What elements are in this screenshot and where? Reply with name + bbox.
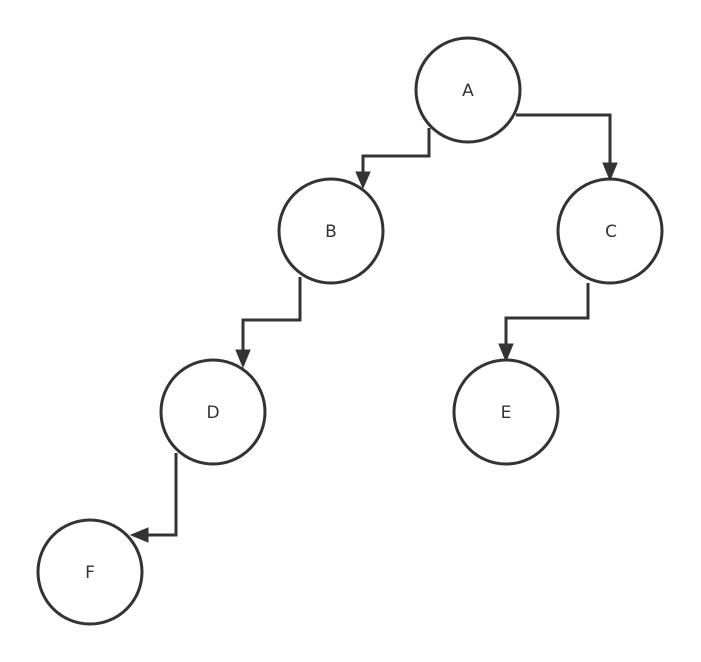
node-e-label: E	[501, 403, 512, 423]
edge-d-f	[129, 453, 178, 543]
node-a-label: A	[462, 81, 474, 101]
edge-b-d	[235, 277, 302, 369]
node-f: F	[36, 518, 144, 626]
node-d-label: D	[206, 403, 219, 423]
node-c-label: C	[605, 222, 617, 242]
arrow-head-e	[498, 343, 514, 363]
node-b-label: B	[325, 222, 337, 242]
edge-c-e	[498, 283, 590, 363]
arrow-head-c	[602, 162, 618, 182]
node-d: D	[159, 358, 267, 466]
arrow-head-f	[129, 527, 149, 543]
arrow-head-b	[355, 171, 371, 190]
node-c: C	[556, 177, 664, 285]
node-b: B	[277, 177, 385, 285]
edge-a-c	[516, 113, 618, 182]
arrow-head-d	[235, 349, 251, 369]
edge-a-b	[355, 128, 431, 190]
node-e: E	[452, 358, 560, 466]
node-f-label: F	[85, 563, 95, 583]
node-a: A	[414, 36, 522, 144]
